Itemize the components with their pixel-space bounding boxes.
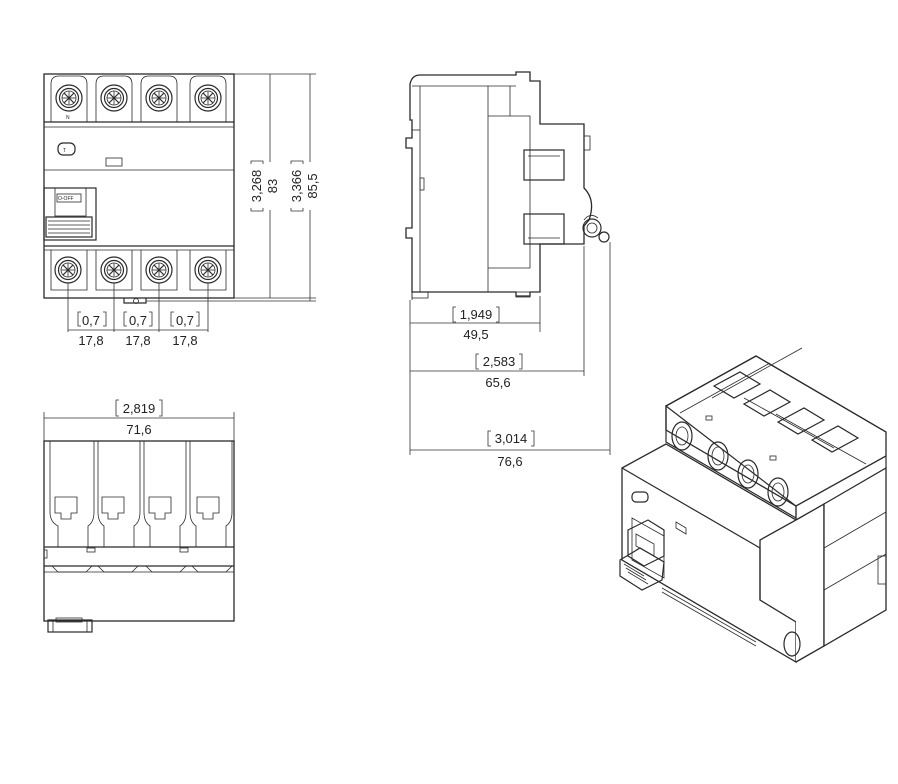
front-view-outline	[43, 73, 235, 299]
depth-dimensions	[409, 242, 611, 455]
iso-test-button	[631, 491, 649, 503]
iso-toggle-switch	[619, 519, 665, 591]
test-button-mark: T	[63, 148, 66, 154]
toggle-switch: O-OFF	[43, 187, 97, 241]
top-view-switch	[47, 617, 93, 633]
side-view-switch-lever	[582, 215, 610, 243]
svg-text:17,8: 17,8	[125, 333, 150, 348]
total-height-inch-label: 3,366	[289, 170, 304, 203]
pitch-dimensions	[67, 283, 209, 332]
svg-text:65,6: 65,6	[485, 375, 510, 390]
height-inch-label: 3,268	[249, 170, 264, 203]
front-view: N T O-OFF	[43, 73, 320, 348]
indicator-window	[105, 157, 123, 167]
switch-label: O-OFF	[58, 196, 74, 202]
side-view-window-lower	[523, 213, 565, 245]
total-height-mm-label: 85,5	[305, 173, 320, 198]
svg-text:1,949: 1,949	[460, 307, 493, 322]
height-mm-label: 83	[265, 179, 280, 193]
top-view: 2,819 71,6	[43, 398, 235, 633]
terminal-screw-icon	[100, 256, 128, 284]
depth3-label: 3,014 76,6	[484, 430, 536, 469]
terminal-screw-icon	[54, 256, 82, 284]
isometric-view	[619, 347, 887, 664]
depth1-label: 1,949 49,5	[449, 306, 501, 342]
side-view: 1,949 49,5 2,583 65,6 3,014 76,6	[405, 71, 611, 469]
svg-text:0,7: 0,7	[176, 313, 194, 328]
terminal-screw-icon	[194, 84, 222, 112]
svg-text:76,6: 76,6	[497, 454, 522, 469]
pitch-label-2: 0,7 17,8	[123, 311, 153, 348]
terminal-screw-icon	[145, 84, 173, 112]
top-view-outline	[43, 440, 235, 622]
svg-text:0,7: 0,7	[82, 313, 100, 328]
neutral-mark: N	[66, 115, 70, 121]
pitch-label-1: 0,7 17,8	[77, 311, 107, 348]
svg-text:17,8: 17,8	[78, 333, 103, 348]
terminal-screw-icon	[145, 256, 173, 284]
terminal-screw-icon	[100, 84, 128, 112]
svg-text:0,7: 0,7	[129, 313, 147, 328]
side-view-window-upper	[523, 149, 565, 181]
top-terminals	[50, 75, 227, 122]
svg-text:17,8: 17,8	[172, 333, 197, 348]
svg-text:49,5: 49,5	[463, 327, 488, 342]
top-view-terminal-covers	[49, 441, 233, 548]
terminal-screw-icon	[55, 84, 83, 112]
width-inch-label: 2,819	[123, 401, 156, 416]
terminal-screw-icon	[194, 256, 222, 284]
width-mm-label: 71,6	[126, 422, 151, 437]
height-dimensions: 3,268 83 3,366 85,5	[146, 73, 320, 302]
svg-text:2,583: 2,583	[483, 354, 516, 369]
test-button	[57, 142, 76, 156]
side-view-outline	[405, 71, 593, 297]
depth2-label: 2,583 65,6	[472, 353, 524, 390]
pitch-label-3: 0,7 17,8	[170, 311, 200, 348]
svg-text:3,014: 3,014	[495, 431, 528, 446]
